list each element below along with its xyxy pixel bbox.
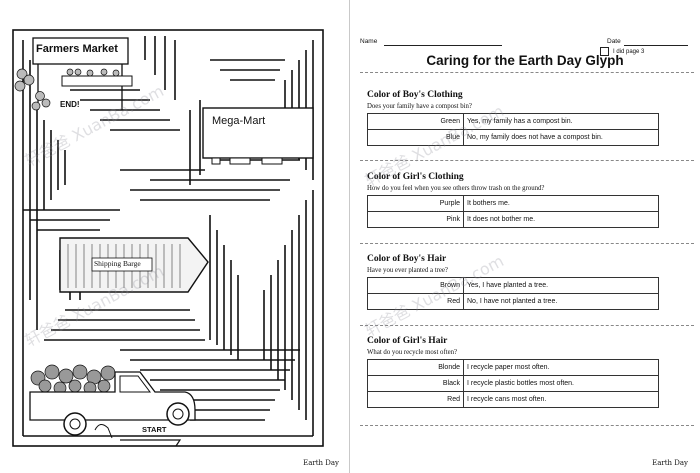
maze-page: Farmers Market END! Mega-Mart Shipping B… xyxy=(0,0,349,473)
options-table: Brown Yes, I have planted a tree. Red No… xyxy=(367,277,659,310)
option-color: Blonde xyxy=(367,359,464,376)
option-answer: No, my family does not have a compost bi… xyxy=(463,129,659,146)
section-divider xyxy=(360,425,694,426)
option-color: Green xyxy=(367,113,464,130)
maze-end-label: END! xyxy=(60,100,80,109)
did-page-checkbox-row: I did page 3 xyxy=(600,47,644,56)
mega-mart-label: Mega-Mart xyxy=(212,115,266,127)
option-color: Brown xyxy=(367,277,464,294)
option-row[interactable]: Blue No, my family does not have a compo… xyxy=(367,129,659,146)
options-table: Purple It bothers me. Pink It does not b… xyxy=(367,195,659,228)
section-heading: Color of Boy's Hair xyxy=(367,254,447,264)
section-girls-clothing: Color of Girl's Clothing How do you feel… xyxy=(367,172,687,228)
option-color: Blue xyxy=(367,129,464,146)
section-girls-hair: Color of Girl's Hair What do you recycle… xyxy=(367,336,687,408)
option-answer: I recycle plastic bottles most often. xyxy=(463,375,659,392)
left-footer: Earth Day xyxy=(303,459,339,467)
option-row[interactable]: Black I recycle plastic bottles most oft… xyxy=(367,375,659,392)
section-boys-clothing: Color of Boy's Clothing Does your family… xyxy=(367,90,687,146)
section-divider xyxy=(360,160,694,161)
did-page-label: I did page 3 xyxy=(613,48,645,55)
date-field[interactable] xyxy=(624,45,688,46)
option-row[interactable]: Blonde I recycle paper most often. xyxy=(367,359,659,376)
option-answer: I recycle cans most often. xyxy=(463,391,659,408)
section-heading: Color of Girl's Hair xyxy=(367,336,448,346)
right-footer: Earth Day xyxy=(652,459,688,467)
option-row[interactable]: Red I recycle cans most often. xyxy=(367,391,659,408)
option-answer: Yes, my family has a compost bin. xyxy=(463,113,659,130)
section-question: Does your family have a compost bin? xyxy=(367,103,472,110)
option-color: Purple xyxy=(367,195,464,212)
section-question: Have you ever planted a tree? xyxy=(367,267,448,274)
name-field[interactable] xyxy=(384,45,502,46)
maze-start-label: START xyxy=(142,425,167,434)
title-divider xyxy=(360,72,694,73)
option-row[interactable]: Pink It does not bother me. xyxy=(367,211,659,228)
option-row[interactable]: Purple It bothers me. xyxy=(367,195,659,212)
section-boys-hair: Color of Boy's Hair Have you ever plante… xyxy=(367,254,687,310)
option-answer: Yes, I have planted a tree. xyxy=(463,277,659,294)
option-answer: It bothers me. xyxy=(463,195,659,212)
option-color: Red xyxy=(367,293,464,310)
section-question: How do you feel when you see others thro… xyxy=(367,185,545,192)
option-row[interactable]: Red No, I have not planted a tree. xyxy=(367,293,659,310)
page-divider xyxy=(349,0,350,473)
name-label: Name xyxy=(360,38,378,45)
option-color: Red xyxy=(367,391,464,408)
section-question: What do you recycle most often? xyxy=(367,349,458,356)
farmers-market-sign: Farmers Market xyxy=(36,43,118,55)
maze-illustration xyxy=(12,29,324,447)
did-page-checkbox[interactable] xyxy=(600,47,609,56)
option-row[interactable]: Brown Yes, I have planted a tree. xyxy=(367,277,659,294)
section-divider xyxy=(360,243,694,244)
date-label: Date xyxy=(607,38,621,45)
option-row[interactable]: Green Yes, my family has a compost bin. xyxy=(367,113,659,130)
glyph-worksheet-page: Name Date I did page 3 Caring for the Ea… xyxy=(350,0,700,473)
option-color: Black xyxy=(367,375,464,392)
shipping-barge-label: Shipping Barge xyxy=(94,259,141,268)
option-color: Pink xyxy=(367,211,464,228)
option-answer: It does not bother me. xyxy=(463,211,659,228)
section-heading: Color of Girl's Clothing xyxy=(367,172,464,182)
section-divider xyxy=(360,325,694,326)
option-answer: I recycle paper most often. xyxy=(463,359,659,376)
options-table: Green Yes, my family has a compost bin. … xyxy=(367,113,659,146)
option-answer: No, I have not planted a tree. xyxy=(463,293,659,310)
options-table: Blonde I recycle paper most often. Black… xyxy=(367,359,659,408)
worksheet-title: Caring for the Earth Day Glyph xyxy=(426,53,624,68)
section-heading: Color of Boy's Clothing xyxy=(367,90,463,100)
